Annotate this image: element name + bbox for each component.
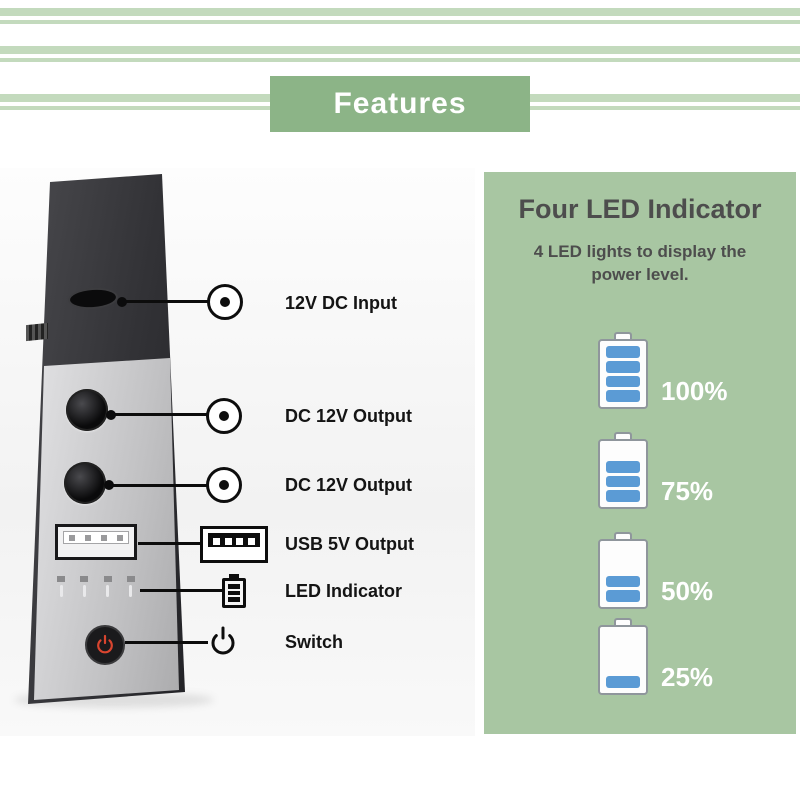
callout-label-led: LED Indicator	[285, 581, 403, 601]
decorative-stripe	[0, 58, 800, 62]
callout-label-usb-output: USB 5V Output	[285, 534, 414, 554]
battery-cap	[614, 532, 632, 539]
battery-level-row: 25%	[598, 618, 713, 695]
device-led	[126, 576, 136, 602]
connector-dot	[106, 410, 116, 420]
battery-50-icon	[598, 532, 648, 609]
decorative-stripe	[530, 106, 800, 110]
device-led-indicators	[56, 576, 136, 602]
callout-label-dc-input: 12V DC Input	[285, 293, 398, 313]
decorative-stripe	[0, 94, 270, 102]
dc-output-port-2	[64, 462, 106, 504]
device-led	[103, 576, 113, 602]
callout-label-switch: Switch	[285, 632, 344, 652]
connector-dot	[117, 297, 127, 307]
decorative-stripe	[0, 8, 800, 16]
callout-line	[125, 641, 208, 644]
device-led	[56, 576, 66, 602]
panel-subtitle: 4 LED lights to display the power level.	[533, 242, 747, 284]
power-icon	[211, 626, 235, 655]
decorative-stripe	[0, 106, 270, 110]
dc-port-icon	[206, 398, 242, 434]
usb-port-icon	[200, 526, 268, 563]
battery-100-icon	[598, 332, 648, 409]
callout-line	[111, 413, 208, 416]
usb-tongue	[63, 531, 129, 544]
battery-level-row: 50%	[598, 532, 713, 609]
panel-title: Four LED Indicator	[518, 194, 762, 224]
battery-percent-label: 50%	[661, 576, 714, 606]
callout-label-dc-output2: DC 12V Output	[285, 475, 413, 495]
led-indicator-panel: Four LED Indicator 4 LED lights to displ…	[484, 172, 796, 734]
callout-line	[140, 589, 224, 592]
battery-cap	[614, 332, 632, 339]
features-banner: Features	[270, 76, 530, 132]
features-title: Features	[333, 87, 467, 120]
usb-icon-bar	[208, 533, 260, 547]
battery-level-row: 75%	[598, 432, 713, 509]
dc-port-icon	[206, 467, 242, 503]
battery-percent-label: 100%	[661, 376, 728, 406]
dc-port-icon	[207, 284, 243, 320]
battery-body	[598, 539, 648, 609]
device-led	[79, 576, 89, 602]
callout-line	[122, 300, 208, 303]
connector-dot	[104, 480, 114, 490]
power-glyph-icon	[97, 634, 113, 654]
callout-label-dc-output1: DC 12V Output	[285, 406, 413, 426]
usb-output-port	[55, 524, 137, 560]
device-vent	[26, 322, 48, 342]
battery-body	[598, 339, 648, 409]
power-switch	[85, 625, 125, 665]
battery-cap	[614, 618, 632, 625]
decorative-stripe	[0, 46, 800, 54]
battery-cap	[614, 432, 632, 439]
battery-level-row: 100%	[598, 332, 728, 409]
decorative-stripe	[530, 94, 800, 102]
battery-75-icon	[598, 432, 648, 509]
decorative-stripe	[0, 20, 800, 24]
battery-percent-label: 25%	[661, 662, 714, 692]
battery-25-icon	[598, 618, 648, 695]
battery-body	[598, 439, 648, 509]
battery-body	[598, 625, 648, 695]
battery-icon	[222, 578, 246, 608]
callout-line	[109, 484, 208, 487]
callout-line	[138, 542, 202, 545]
battery-percent-label: 75%	[661, 476, 714, 506]
dc-output-port-1	[66, 389, 108, 431]
